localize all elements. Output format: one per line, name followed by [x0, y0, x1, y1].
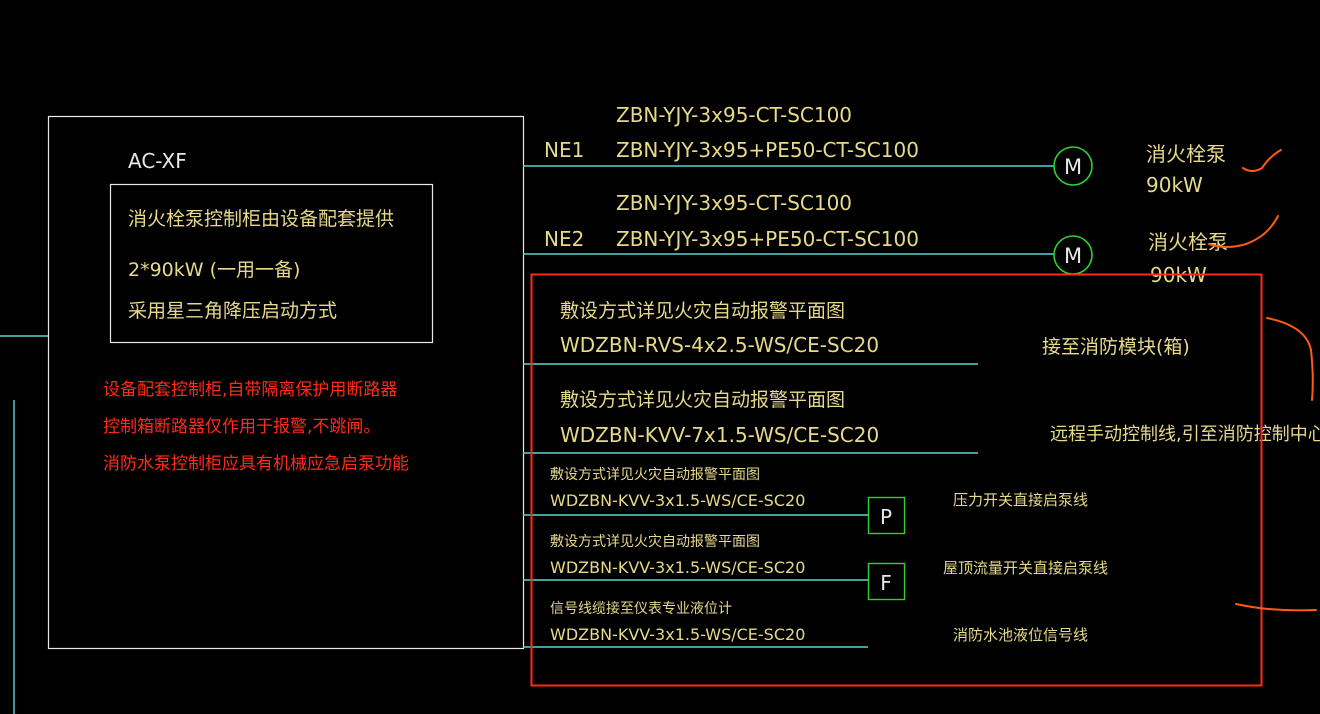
highlight-box — [530, 273, 1263, 687]
pressure-switch-symbol — [867, 496, 906, 535]
circuit-ne1-motor-label: M — [1064, 155, 1082, 179]
circuit-ne1-id: NE1 — [544, 138, 584, 162]
panel-info-line-3: 采用星三角降压启动方式 — [128, 300, 337, 322]
panel-note-2: 控制箱断路器仅作用于报警,不跳闸。 — [103, 417, 380, 437]
circuit-ne1-motor-symbol — [1053, 146, 1093, 186]
annotation-check-mark-1 — [1242, 149, 1282, 172]
circuit-ne2-load-name: 消火栓泵 — [1148, 230, 1228, 254]
annotation-check-mark-2 — [1208, 215, 1279, 248]
control-line-5-dest: 消防水池液位信号线 — [953, 626, 1088, 644]
control-line-2-cable: WDZBN-KVV-7x1.5-WS/CE-SC20 — [560, 423, 879, 447]
circuit-ne2-id: NE2 — [544, 227, 584, 251]
control-line-1-dest: 接至消防模块(箱) — [1042, 336, 1190, 358]
panel-box — [47, 115, 525, 650]
pressure-switch-label: P — [880, 505, 892, 529]
control-line-1-note: 敷设方式详见火灾自动报警平面图 — [560, 300, 845, 322]
circuit-ne1-load-name: 消火栓泵 — [1146, 142, 1226, 166]
control-line-4-note: 敷设方式详见火灾自动报警平面图 — [550, 533, 760, 550]
control-line-5-note: 信号线缆接至仪表专业液位计 — [550, 600, 732, 617]
panel-info-box — [109, 183, 434, 344]
circuit-ne1-cable-bottom: ZBN-YJY-3x95+PE50-CT-SC100 — [616, 138, 919, 162]
panel-note-3: 消防水泵控制柜应具有机械应急启泵功能 — [103, 454, 409, 474]
flow-switch-label: F — [880, 571, 892, 595]
panel-note-1: 设备配套控制柜,自带隔离保护用断路器 — [103, 380, 397, 400]
control-line-3-dest: 压力开关直接启泵线 — [953, 491, 1088, 509]
panel-info-line-1: 消火栓泵控制柜由设备配套提供 — [128, 208, 394, 230]
panel-info-line-2: 2*90kW (一用一备) — [128, 259, 300, 281]
flow-switch-symbol — [867, 562, 906, 601]
circuit-ne2-cable-top: ZBN-YJY-3x95-CT-SC100 — [616, 191, 852, 215]
control-line-3-cable: WDZBN-KVV-3x1.5-WS/CE-SC20 — [550, 491, 805, 510]
panel-name: AC-XF — [128, 149, 187, 173]
control-line-4-dest: 屋顶流量开关直接启泵线 — [943, 559, 1108, 577]
annotation-bracket — [1266, 317, 1314, 401]
circuit-ne2-motor-label: M — [1064, 244, 1082, 268]
circuit-ne2-cable-bottom: ZBN-YJY-3x95+PE50-CT-SC100 — [616, 227, 919, 251]
control-line-2-note: 敷设方式详见火灾自动报警平面图 — [560, 389, 845, 411]
control-line-5-cable: WDZBN-KVV-3x1.5-WS/CE-SC20 — [550, 625, 805, 644]
control-line-1-cable: WDZBN-RVS-4x2.5-WS/CE-SC20 — [560, 333, 879, 357]
annotation-underline-mark — [1235, 603, 1317, 612]
control-line-4-cable: WDZBN-KVV-3x1.5-WS/CE-SC20 — [550, 558, 805, 577]
control-line-2-dest: 远程手动控制线,引至消防控制中心 — [1050, 424, 1320, 445]
circuit-ne1-load-power: 90kW — [1146, 173, 1203, 197]
circuit-ne1-cable-top: ZBN-YJY-3x95-CT-SC100 — [616, 103, 852, 127]
control-line-3-note: 敷设方式详见火灾自动报警平面图 — [550, 466, 760, 483]
